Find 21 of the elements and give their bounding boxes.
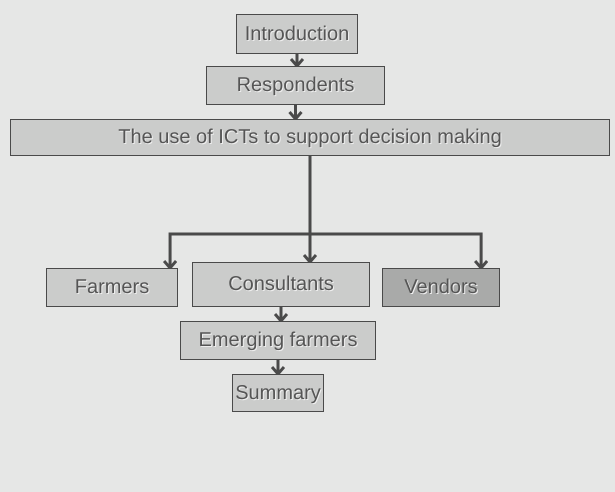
arrow — [274, 307, 288, 322]
process-box — [180, 321, 376, 360]
process-box — [236, 14, 358, 54]
box-label: The use of ICTs to support decision making — [118, 126, 502, 149]
process-box — [46, 268, 178, 307]
box-label: Farmers — [74, 276, 150, 299]
box-label: Introduction — [244, 22, 350, 46]
process-box — [10, 119, 610, 156]
process-box — [206, 66, 385, 105]
arrow — [288, 105, 303, 120]
process-box — [232, 374, 324, 412]
box-label: Vendors — [404, 276, 478, 299]
arrow — [290, 54, 304, 68]
box-label: Summary — [235, 382, 321, 404]
process-box — [192, 262, 370, 307]
process-box — [382, 268, 500, 307]
arrow — [308, 156, 489, 270]
box-label: Respondents — [236, 74, 354, 97]
box-label: Emerging farmers — [198, 329, 358, 352]
box-label: Consultants — [228, 273, 334, 296]
arrow — [270, 360, 286, 376]
